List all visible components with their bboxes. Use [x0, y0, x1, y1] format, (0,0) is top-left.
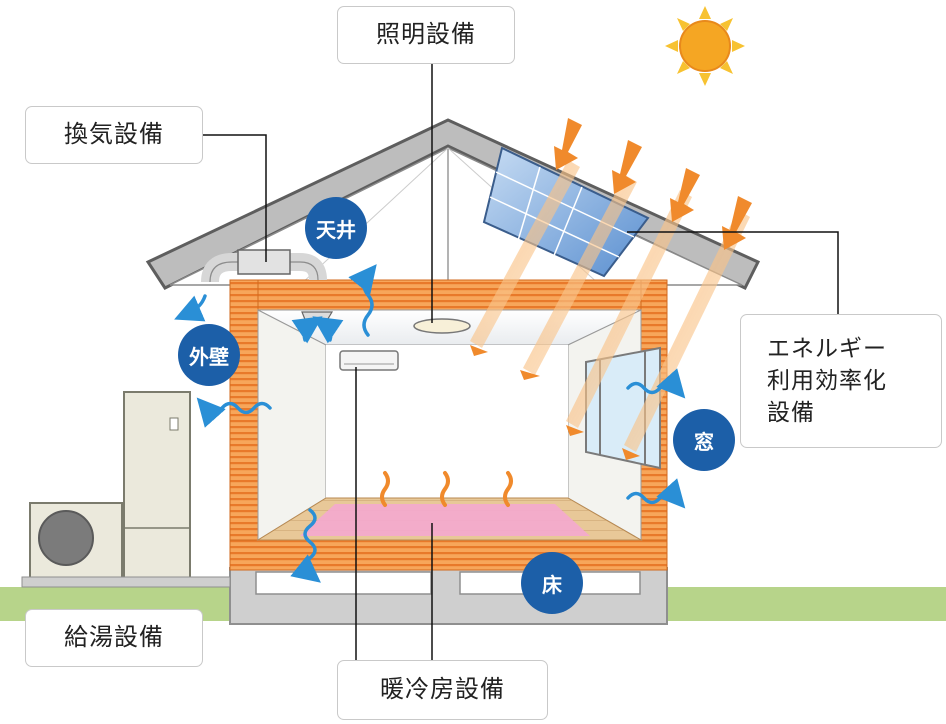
insulation-top: [229, 279, 668, 311]
heat-pump-unit: [29, 502, 123, 579]
roof: [145, 118, 761, 290]
equipment-base: [21, 576, 231, 588]
hot-water-tank: [123, 391, 191, 579]
sun-icon: [665, 6, 745, 86]
floor-badge: 床: [521, 552, 583, 614]
window-badge: 窓: [673, 409, 735, 471]
energy-label-line1: エネルギー: [767, 335, 887, 362]
ceiling-badge: 天井: [305, 197, 367, 259]
outer-wall-badge: 外壁: [178, 324, 240, 386]
sunlight-arrows: [470, 118, 752, 460]
floor-heat-waves: [380, 471, 513, 507]
energy-label-line3: 設備: [767, 400, 815, 427]
energy-label-line2: 利用効率化: [767, 367, 887, 394]
ventilation-label: 換気設備: [25, 106, 203, 164]
room-interior: [256, 309, 643, 541]
floor-heating-mat: [300, 504, 590, 536]
air-conditioner: [339, 350, 399, 371]
energy-efficiency-label: エネルギー 利用効率化 設備: [740, 314, 942, 448]
foundation-vent-left: [255, 571, 432, 595]
hot-water-label: 給湯設備: [25, 609, 203, 667]
insulation-floor: [229, 539, 668, 571]
insulation-left: [229, 279, 259, 571]
heating-cooling-label: 暖冷房設備: [337, 660, 548, 720]
lighting-label: 照明設備: [337, 6, 515, 64]
ceiling-light: [413, 318, 471, 334]
ceiling-vent: [301, 311, 334, 323]
heat-loss-waves: [174, 264, 686, 583]
leader-lines: [203, 58, 839, 660]
